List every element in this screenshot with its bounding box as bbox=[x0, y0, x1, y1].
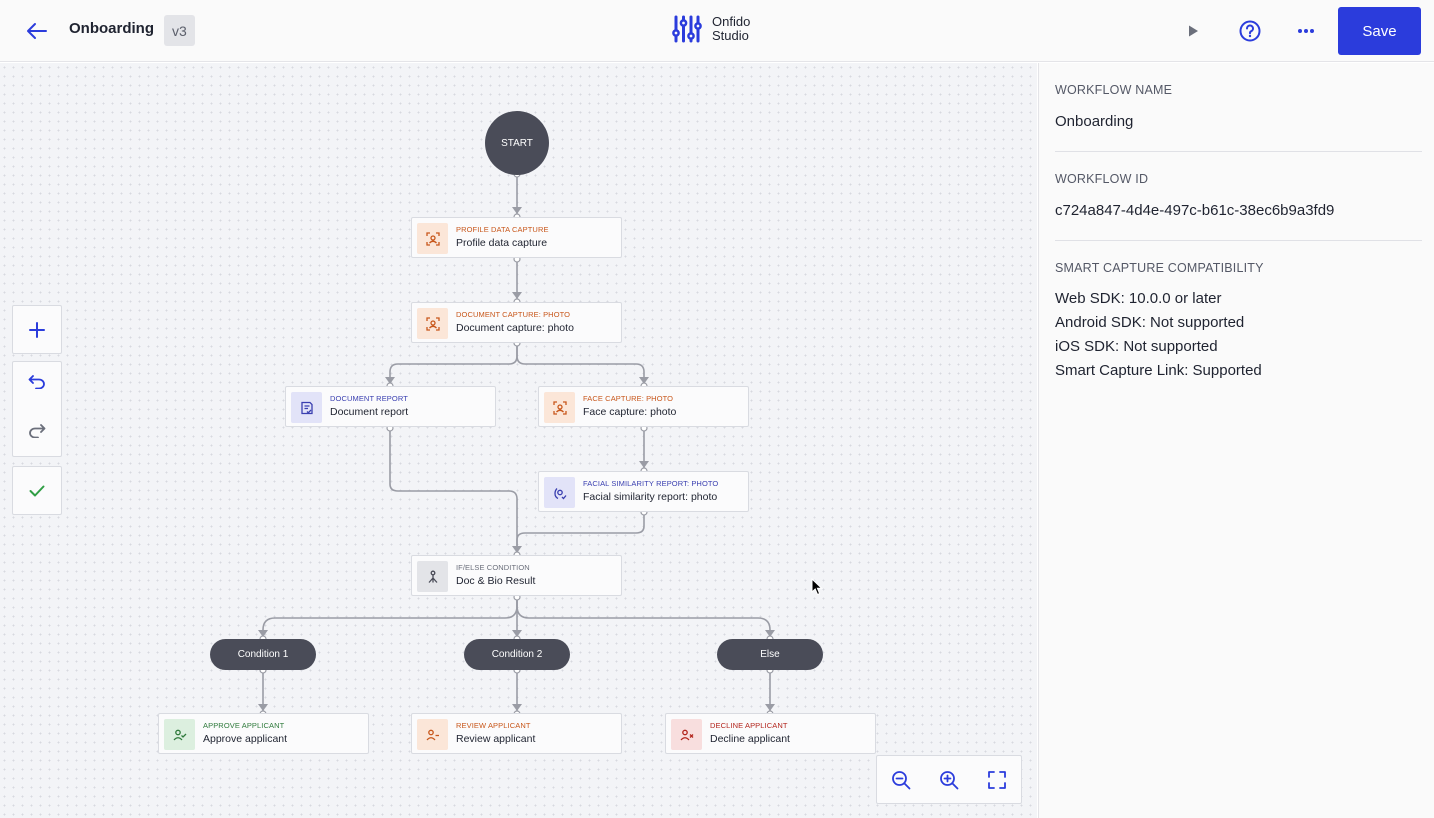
check-icon bbox=[29, 485, 45, 496]
back-arrow-icon bbox=[27, 23, 47, 39]
node-type-label: REVIEW APPLICANT bbox=[456, 721, 531, 730]
node-type-label: FACIAL SIMILARITY REPORT: PHOTO bbox=[583, 479, 719, 488]
capture-icon bbox=[544, 392, 575, 423]
else-branch[interactable]: Else bbox=[717, 639, 823, 670]
fit-to-screen-button[interactable] bbox=[983, 766, 1011, 794]
workflow-id-label: WORKFLOW ID bbox=[1055, 172, 1149, 186]
node-document-capture[interactable]: DOCUMENT CAPTURE: PHOTO Document capture… bbox=[411, 302, 622, 343]
mouse-cursor-icon bbox=[811, 578, 823, 596]
workflow-name-value: Onboarding bbox=[1055, 113, 1134, 130]
node-face-capture[interactable]: FACE CAPTURE: PHOTO Face capture: photo bbox=[538, 386, 749, 427]
compat-ios-sdk: iOS SDK: Not supported bbox=[1055, 338, 1218, 355]
play-icon bbox=[1189, 25, 1198, 37]
workflow-id-section: WORKFLOW ID c724a847-4d4e-497c-b61c-38ec… bbox=[1055, 172, 1422, 219]
workflow-details-panel: WORKFLOW NAME Onboarding WORKFLOW ID c72… bbox=[1038, 63, 1434, 818]
node-ifelse-condition[interactable]: IF/ELSE CONDITION Doc & Bio Result bbox=[411, 555, 622, 596]
branch-icon bbox=[417, 561, 448, 592]
workflow-name-label: WORKFLOW NAME bbox=[1055, 83, 1173, 97]
smart-capture-label: SMART CAPTURE COMPATIBILITY bbox=[1055, 261, 1264, 275]
workflow-canvas[interactable]: START PROFILE DATA CAPTURE Profile data … bbox=[0, 63, 1037, 818]
node-label: Document capture: photo bbox=[456, 322, 574, 334]
history-group bbox=[12, 361, 62, 457]
node-label: Profile data capture bbox=[456, 237, 548, 249]
divider bbox=[1055, 240, 1422, 241]
logo-text-line1: Onfido bbox=[712, 14, 751, 29]
node-label: Doc & Bio Result bbox=[456, 575, 536, 587]
logo-mark-icon bbox=[672, 15, 702, 43]
face-report-icon bbox=[544, 477, 575, 508]
redo-button[interactable] bbox=[28, 424, 46, 443]
node-type-label: DECLINE APPLICANT bbox=[710, 721, 788, 730]
capture-icon bbox=[417, 223, 448, 254]
condition-2-branch[interactable]: Condition 2 bbox=[464, 639, 570, 670]
node-label: Decline applicant bbox=[710, 733, 790, 745]
node-approve-applicant[interactable]: APPROVE APPLICANT Approve applicant bbox=[158, 713, 369, 754]
add-node-button[interactable] bbox=[12, 305, 62, 354]
undo-button[interactable] bbox=[28, 375, 46, 394]
node-decline-applicant[interactable]: DECLINE APPLICANT Decline applicant bbox=[665, 713, 876, 754]
save-button[interactable]: Save bbox=[1338, 7, 1421, 55]
header: Onboarding v3 Onfido Studio bbox=[0, 0, 1434, 62]
node-profile-data-capture[interactable]: PROFILE DATA CAPTURE Profile data captur… bbox=[411, 217, 622, 258]
preview-button[interactable] bbox=[1178, 16, 1208, 46]
compat-android-sdk: Android SDK: Not supported bbox=[1055, 314, 1245, 331]
node-type-label: PROFILE DATA CAPTURE bbox=[456, 225, 549, 234]
zoom-controls bbox=[876, 755, 1022, 804]
workflow-title: Onboarding bbox=[69, 20, 154, 37]
undo-icon bbox=[28, 375, 45, 390]
plus-icon bbox=[29, 321, 45, 338]
review-icon bbox=[417, 719, 448, 750]
node-label: Facial similarity report: photo bbox=[583, 491, 718, 503]
node-label: Document report bbox=[330, 406, 409, 418]
fullscreen-icon bbox=[988, 771, 1006, 789]
approve-icon bbox=[164, 719, 195, 750]
node-type-label: FACE CAPTURE: PHOTO bbox=[583, 394, 674, 403]
node-document-report[interactable]: DOCUMENT REPORT Document report bbox=[285, 386, 496, 427]
smart-capture-section: SMART CAPTURE COMPATIBILITY Web SDK: 10.… bbox=[1055, 261, 1422, 383]
zoom-out-button[interactable] bbox=[887, 766, 915, 794]
zoom-in-button[interactable] bbox=[935, 766, 963, 794]
workflow-edges bbox=[258, 170, 775, 718]
node-label: Approve applicant bbox=[203, 733, 288, 745]
zoom-out-icon bbox=[892, 771, 911, 790]
onfido-studio-logo: Onfido Studio bbox=[672, 14, 750, 44]
workflow-id-value: c724a847-4d4e-497c-b61c-38ec6b9a3fd9 bbox=[1055, 202, 1335, 219]
node-type-label: DOCUMENT REPORT bbox=[330, 394, 408, 403]
help-icon bbox=[1239, 20, 1261, 42]
node-type-label: IF/ELSE CONDITION bbox=[456, 563, 530, 572]
capture-icon bbox=[417, 308, 448, 339]
node-facial-similarity-report[interactable]: FACIAL SIMILARITY REPORT: PHOTO Facial s… bbox=[538, 471, 749, 512]
logo-text-line2: Studio bbox=[712, 28, 749, 43]
back-button[interactable] bbox=[22, 16, 52, 46]
node-label: Review applicant bbox=[456, 733, 536, 745]
report-icon bbox=[291, 392, 322, 423]
version-badge[interactable]: v3 bbox=[164, 15, 195, 46]
node-type-label: DOCUMENT CAPTURE: PHOTO bbox=[456, 310, 571, 319]
compat-smart-capture-link: Smart Capture Link: Supported bbox=[1055, 362, 1262, 379]
start-node[interactable]: START bbox=[485, 111, 549, 175]
node-type-label: APPROVE APPLICANT bbox=[203, 721, 285, 730]
compatibility-list: Web SDK: 10.0.0 or later Android SDK: No… bbox=[1055, 287, 1422, 383]
condition-1-branch[interactable]: Condition 1 bbox=[210, 639, 316, 670]
workflow-name-section: WORKFLOW NAME Onboarding bbox=[1055, 83, 1422, 130]
help-button[interactable] bbox=[1235, 16, 1265, 46]
more-icon bbox=[1298, 29, 1314, 33]
node-review-applicant[interactable]: REVIEW APPLICANT Review applicant bbox=[411, 713, 622, 754]
more-options-button[interactable] bbox=[1291, 16, 1321, 46]
zoom-in-icon bbox=[940, 771, 959, 790]
redo-icon bbox=[29, 424, 46, 439]
validate-button[interactable] bbox=[12, 466, 62, 515]
compat-web-sdk: Web SDK: 10.0.0 or later bbox=[1055, 290, 1222, 307]
node-label: Face capture: photo bbox=[583, 406, 677, 418]
divider bbox=[1055, 151, 1422, 152]
decline-icon bbox=[671, 719, 702, 750]
